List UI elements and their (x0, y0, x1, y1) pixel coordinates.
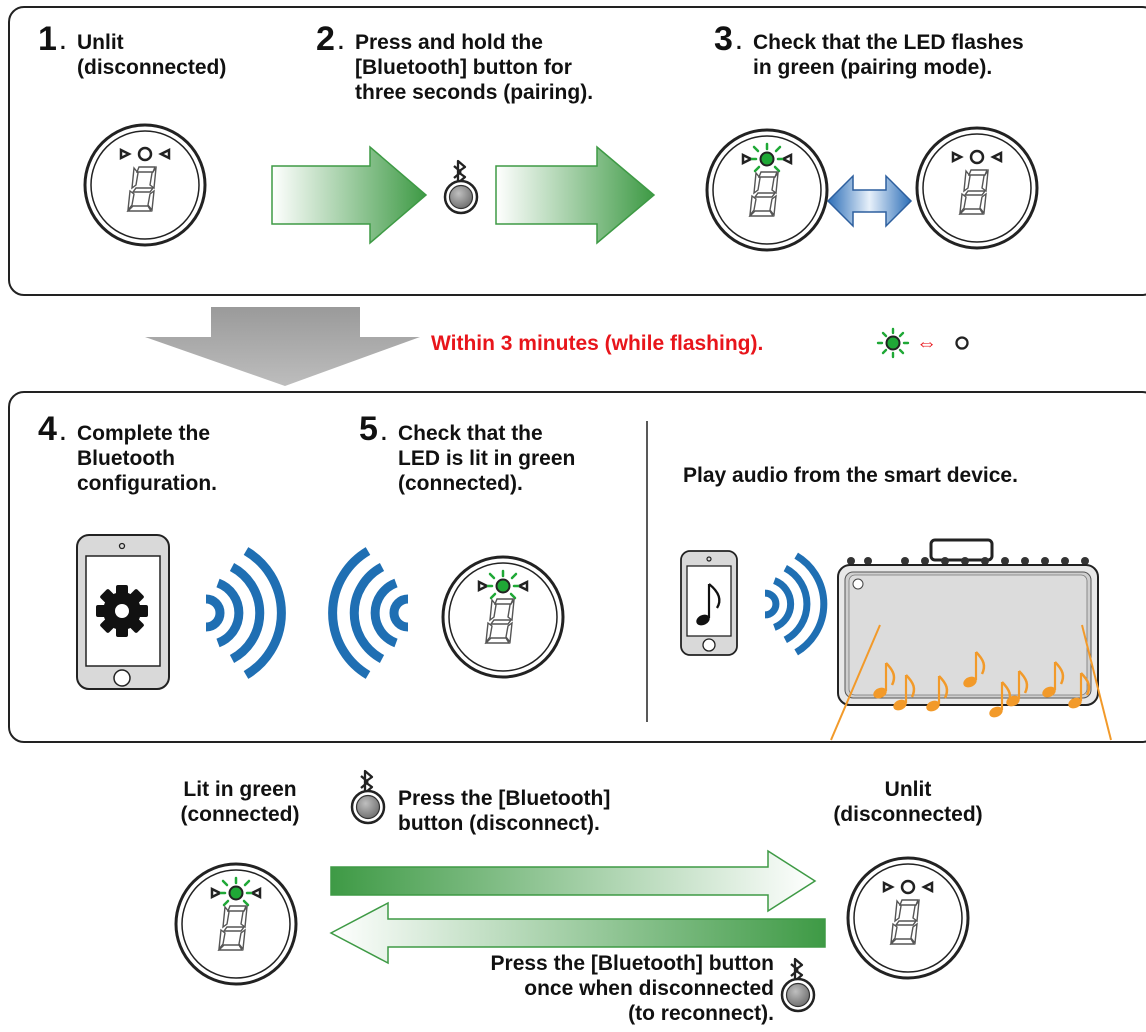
press-reconnect-label: Press the [Bluetooth] button once when d… (490, 952, 774, 1025)
arrow-step2-to-step3 (495, 145, 656, 245)
led-off-icon (955, 336, 969, 350)
bluetooth-button (443, 159, 479, 215)
step-2-number: 2 (316, 20, 335, 58)
step-5-number: 5 (359, 410, 378, 448)
music-note-icon (696, 583, 721, 626)
arrow-disconnect (330, 849, 817, 913)
indicator-connected-step5 (441, 555, 565, 679)
step-5-label: Check that the LED is lit in green (conn… (398, 422, 576, 495)
smartphone-music (680, 550, 738, 656)
indicator-flashing-lit (705, 128, 829, 252)
smartphone-settings (76, 534, 170, 690)
step-1-label: Unlit (disconnected) (77, 31, 227, 79)
within-3-minutes-note: Within 3 minutes (while flashing). (431, 332, 764, 355)
step-3-number: 3 (714, 20, 733, 58)
step-1-number: 1 (38, 20, 57, 58)
down-arrow (145, 307, 420, 386)
indicator-connected-bottom (174, 862, 298, 986)
wireless-waves-incoming (333, 551, 408, 675)
arrow-step1-to-step2 (271, 145, 428, 245)
state-disconnected-label: Unlit (disconnected) (833, 778, 983, 826)
indicator-flashing-unlit (915, 126, 1039, 250)
led-flashing-icon (876, 327, 910, 359)
indicator-unlit-bottom (846, 856, 970, 980)
step-4-number: 4 (38, 410, 57, 448)
bluetooth-button-disconnect (350, 769, 386, 825)
state-connected-label: Lit in green (connected) (180, 778, 300, 826)
step-4-label: Complete the Bluetooth configuration. (77, 422, 217, 495)
press-disconnect-label: Press the [Bluetooth] button (disconnect… (398, 787, 611, 835)
arrow-reconnect (329, 901, 826, 965)
gear-icon (96, 585, 148, 637)
indicator-unlit-step1 (83, 123, 207, 247)
play-audio-label: Play audio from the smart device. (683, 464, 1018, 487)
sound-lines (830, 624, 1112, 741)
step-2-label: Press and hold the [Bluetooth] button fo… (355, 31, 594, 104)
flash-toggle-symbol: ⇔ (916, 332, 937, 355)
amplifier-speaker (837, 538, 1099, 706)
wireless-waves-audio (765, 556, 824, 653)
bluetooth-button-reconnect (780, 957, 816, 1013)
wireless-waves-outgoing (206, 551, 281, 675)
flashing-double-arrow (826, 174, 913, 228)
step-3-label: Check that the LED flashes in green (pai… (753, 31, 1024, 79)
